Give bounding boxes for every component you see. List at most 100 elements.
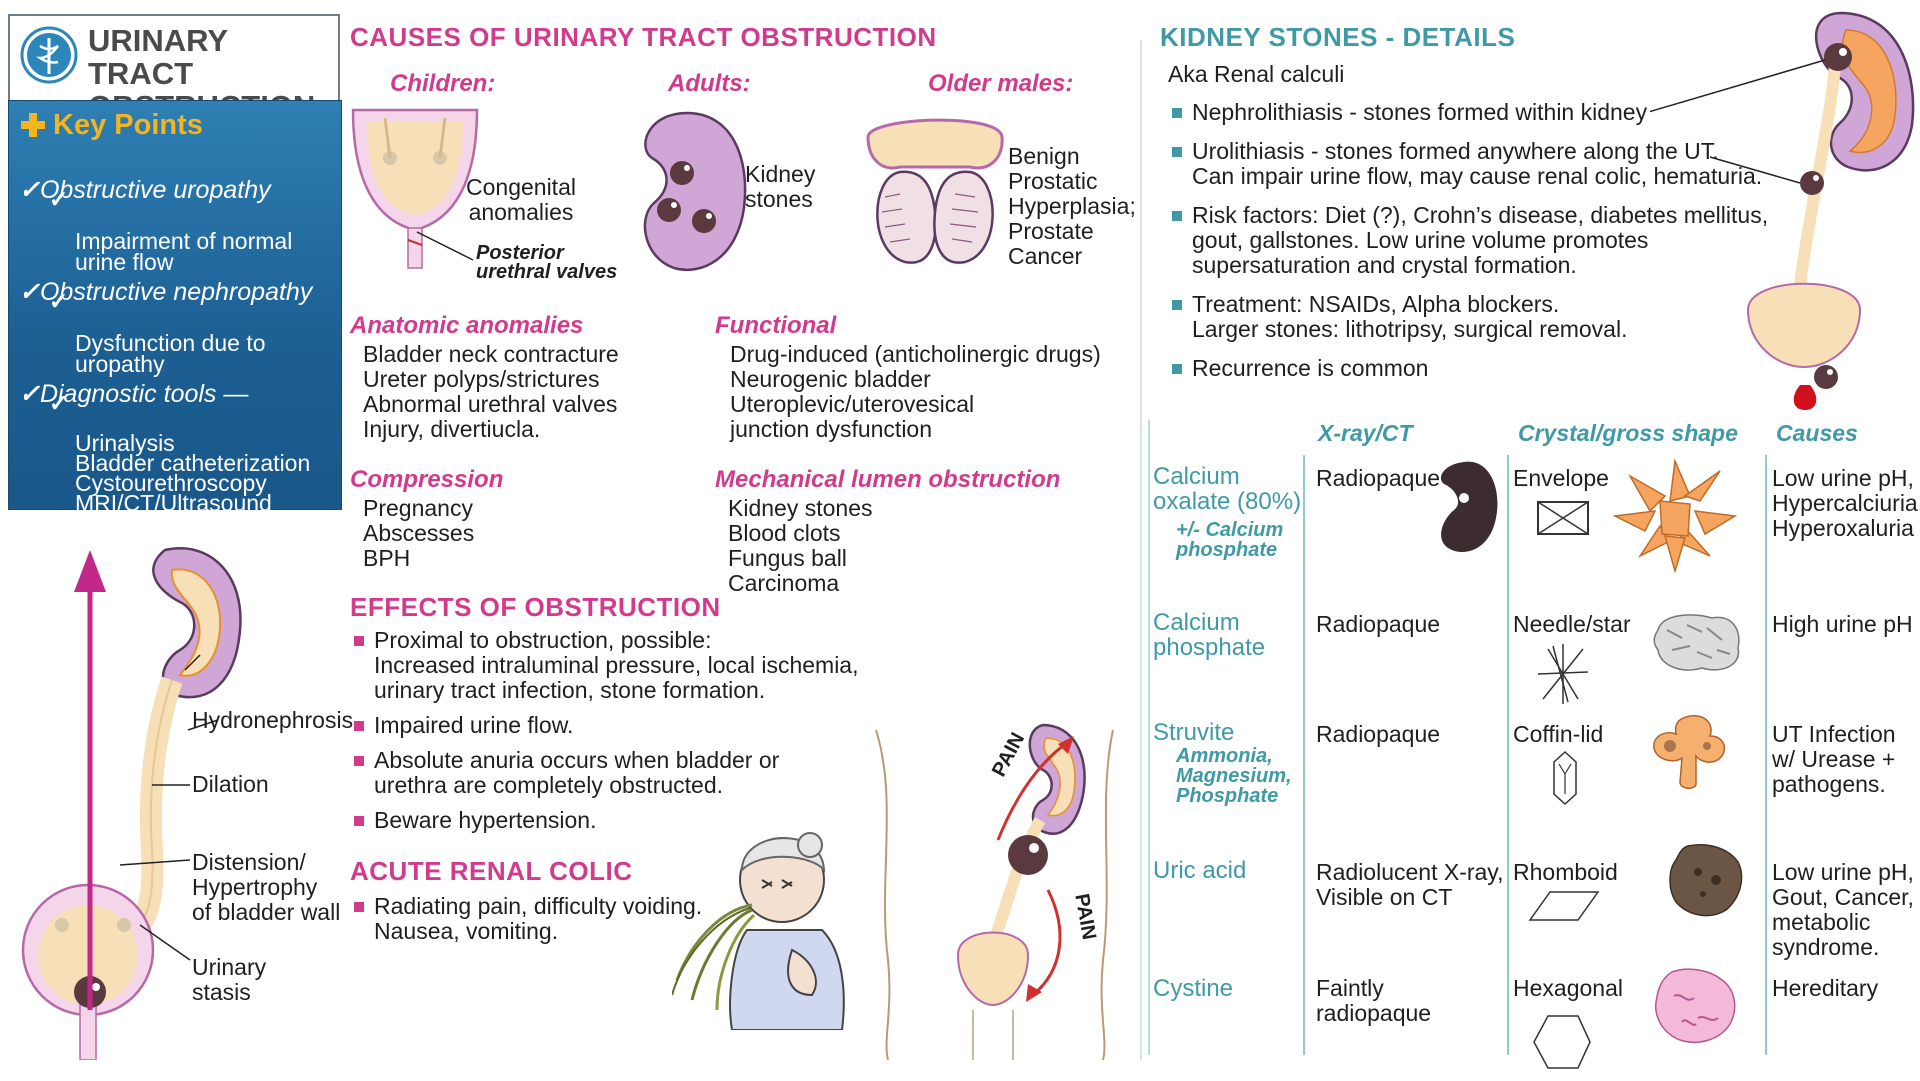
key-point-1-detail: ✓ Impairment of normal urine flow (49, 186, 293, 275)
child-bladder-diagram (351, 108, 479, 269)
checkmark-icon: ✓ (49, 288, 69, 314)
checkmark-icon: ✓ (19, 278, 40, 306)
key-point-1: ✓Obstructive uropathy (19, 176, 271, 204)
table-divider (1765, 455, 1767, 1055)
phosphate-stone-icon (1653, 614, 1740, 671)
label-hydronephrosis: Hydronephrosis (192, 707, 354, 733)
struvite-stone-icon (1653, 715, 1726, 789)
checkmark-icon: ✓ (19, 176, 40, 204)
urinary-tract-diagram (21, 547, 242, 1060)
row-xray: Radiopaque (1316, 721, 1441, 747)
row-sub: +/- Calcium phosphate (1176, 519, 1284, 561)
row-shape: Coffin-lid (1513, 721, 1604, 747)
colic-item: Radiating pain, difficulty voiding. Naus… (354, 894, 702, 944)
table-row: Calcium phosphate (1153, 609, 1266, 661)
row-xray: Radiopaque (1316, 611, 1441, 637)
row-causes: Low urine pH, Hypercalciuria, Hyperoxalu… (1772, 465, 1920, 541)
functional-heading: Functional (715, 312, 837, 339)
row-shape: Needle/star (1513, 611, 1631, 637)
adults-label: Kidney stones (745, 161, 816, 212)
needle-star-icon (1538, 644, 1588, 704)
effects-item: Impaired urine flow. (354, 713, 859, 738)
row-shape: Rhomboid (1513, 859, 1618, 885)
table-row: Uric acid (1153, 857, 1247, 884)
label-urinary-stasis: Urinary stasis (192, 954, 267, 1005)
older-males-label: Benign Prostatic Hyperplasia; Prostate C… (1008, 143, 1136, 269)
table-divider (1303, 455, 1305, 1055)
children-heading: Children: (390, 70, 496, 97)
children-label: Congenital anomalies (466, 174, 576, 225)
title-box: URINARY TRACT OBSTRUCTION (8, 14, 340, 123)
stones-list: Nephrolithiasis - stones formed within k… (1172, 100, 1768, 391)
header-causes: Causes (1776, 420, 1858, 446)
row-xray: Radiopaque (1316, 465, 1441, 491)
table-row: Struvite (1153, 719, 1235, 746)
key-points-title: Key Points (53, 109, 203, 141)
checkmark-icon: ✓ (49, 186, 69, 212)
anatomic-list: Bladder neck contracture Ureter polyps/s… (363, 341, 619, 442)
hexagon-icon (1533, 1015, 1591, 1069)
envelope-icon (1537, 501, 1589, 535)
kidney-shape (152, 547, 242, 699)
renal-colic-illustration (875, 723, 1114, 1060)
row-shape: Envelope (1513, 465, 1609, 491)
key-point-3-detail: ✓ Urinalysis Bladder catheterization Cys… (49, 390, 311, 516)
cystine-stone-icon (1655, 968, 1736, 1044)
checkmark-icon: ✓ (19, 380, 40, 408)
table-divider (1507, 455, 1509, 1055)
mechanical-list: Kidney stones Blood clots Fungus ball Ca… (728, 495, 873, 596)
table-row: Cystine (1153, 975, 1234, 1002)
table-row: Calcium oxalate (80%) (1153, 463, 1302, 515)
colic-title: ACUTE RENAL COLIC (350, 856, 633, 886)
stones-item: Treatment: NSAIDs, Alpha blockers. Large… (1172, 292, 1768, 342)
compression-list: Pregnancy Abscesses BPH (363, 495, 475, 571)
label-dilation: Dilation (192, 771, 269, 797)
row-xray: Faintly radiopaque (1316, 975, 1432, 1026)
colic-list: Radiating pain, difficulty voiding. Naus… (354, 894, 702, 954)
effects-item: Absolute anuria occurs when bladder or u… (354, 748, 859, 798)
patient-vomiting-illustration (672, 832, 845, 1030)
row-causes: High urine pH (1772, 611, 1913, 637)
effects-item: Proximal to obstruction, possible: Incre… (354, 628, 859, 703)
key-point-2-detail: ✓ Dysfunction due to uropathy (49, 288, 266, 377)
stones-item: Nephrolithiasis - stones formed within k… (1172, 100, 1768, 125)
checkmark-icon: ✓ (49, 390, 69, 416)
functional-list: Drug-induced (anticholinergic drugs) Neu… (730, 341, 1101, 442)
dark-stone-icon (1440, 461, 1498, 553)
crystal-cluster-icon (1612, 458, 1738, 574)
label-distension: Distension/ Hypertrophy of bladder wall (192, 849, 341, 925)
key-point-2: ✓Obstructive nephropathy (19, 278, 313, 306)
kidney-stone-location-diagram (1650, 11, 1915, 410)
stones-aka: Aka Renal calculi (1168, 61, 1345, 87)
row-causes: Hereditary (1772, 975, 1879, 1001)
posterior-valves-label: Posterior urethral valves (476, 242, 618, 283)
older-males-heading: Older males: (928, 70, 1074, 97)
header-xray: X-ray/CT (1318, 420, 1413, 446)
stones-item: Risk factors: Diet (?), Crohn’s disease,… (1172, 203, 1768, 278)
effects-item: Beware hypertension. (354, 808, 859, 833)
effects-list: Proximal to obstruction, possible: Incre… (354, 628, 859, 843)
row-causes: UT Infection w/ Urease + pathogens. (1772, 721, 1896, 797)
adults-heading: Adults: (668, 70, 751, 97)
rhomboid-icon (1528, 891, 1600, 921)
row-sub: Ammonia, Magnesium, Phosphate (1176, 745, 1292, 807)
stones-item: Recurrence is common (1172, 356, 1768, 381)
header-shape: Crystal/gross shape (1518, 420, 1738, 446)
plus-icon (21, 113, 45, 137)
mechanical-heading: Mechanical lumen obstruction (715, 466, 1061, 493)
medical-logo-icon (20, 26, 78, 84)
coffin-lid-icon (1553, 750, 1577, 806)
key-points-panel: Key Points ✓Obstructive uropathy ✓ Impai… (8, 100, 342, 515)
row-causes: Low urine pH, Gout, Cancer, metabolic sy… (1772, 859, 1914, 960)
stones-item: Urolithiasis - stones formed anywhere al… (1172, 139, 1768, 189)
anatomic-heading: Anatomic anomalies (350, 312, 584, 339)
stones-title: KIDNEY STONES - DETAILS (1160, 22, 1516, 52)
effects-title: EFFECTS OF OBSTRUCTION (350, 592, 721, 622)
uric-acid-stone-icon (1669, 844, 1743, 917)
column-divider (1140, 40, 1142, 1060)
adult-kidney-stones-diagram (643, 111, 747, 271)
causes-title: CAUSES OF URINARY TRACT OBSTRUCTION (350, 22, 937, 52)
prostate-diagram (866, 118, 1004, 264)
table-divider (1148, 420, 1150, 1055)
row-shape: Hexagonal (1513, 975, 1623, 1001)
